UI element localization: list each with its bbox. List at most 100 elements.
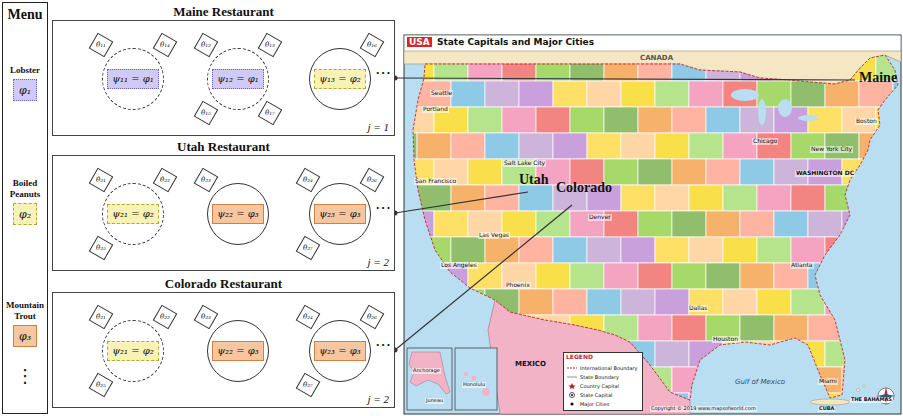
state-tile: [706, 107, 740, 133]
map-label: Honolulu: [462, 382, 486, 388]
state-tile: [655, 81, 689, 107]
state-tile: [689, 393, 723, 416]
customer-diamond: θ₂₁: [89, 168, 113, 192]
dish-assignment: ψ₁₂ = φ₁: [212, 69, 264, 89]
state-tile: [842, 263, 876, 289]
state-tile: [638, 367, 672, 393]
state-tile: [655, 393, 689, 416]
dish-name: Mountain Trout: [3, 300, 47, 321]
dish-name: Lobster: [3, 65, 47, 75]
state-tile: [519, 185, 553, 211]
state-tile: [451, 237, 485, 263]
customer-diamond: θ₁₇: [258, 101, 282, 125]
bahamas-island: [863, 385, 866, 388]
customer-label: θ₂₆: [360, 168, 384, 192]
state-tile: [536, 107, 570, 133]
state-tile: [876, 263, 903, 289]
state-tile: [417, 133, 451, 159]
table-circle: ψ₁₁ = φ₁: [102, 48, 164, 110]
state-tile: [587, 133, 621, 159]
state-tile: [553, 289, 587, 315]
customer-label: θ₂₁: [89, 168, 113, 192]
state-tile: [723, 237, 757, 263]
map-label: Anchorage: [412, 368, 441, 374]
state-tile: [519, 237, 553, 263]
state-tile: [434, 211, 468, 237]
state-tile: [655, 237, 689, 263]
customer-label: θ₂₂: [153, 305, 177, 329]
continuation-dots: ⋯: [375, 200, 391, 216]
state-tile: [519, 81, 553, 107]
hawaii-island: [464, 372, 468, 376]
customer-diamond: θ₂₃: [194, 305, 218, 329]
customer-label: θ₂₄: [296, 305, 320, 329]
customer-diamond: θ₁₁: [89, 33, 113, 57]
customer-diamond: θ₁₂: [194, 33, 218, 57]
state-tile: [502, 107, 536, 133]
state-tile: [825, 81, 859, 107]
state-tile: [791, 185, 825, 211]
dish-assignment: ψ₂₂ = φ₃: [212, 204, 264, 224]
state-tile: [638, 211, 672, 237]
legend-sample: [567, 365, 577, 371]
state-tile: [519, 133, 553, 159]
state-tile: [774, 315, 808, 341]
dish-assignment: ψ₂₃ = φ₃: [314, 204, 366, 224]
dish-symbol: φ₂: [14, 204, 36, 224]
menu-dish-box: Lobsterφ₁: [13, 79, 37, 101]
state-tile: [791, 81, 825, 107]
heading-label: CANADA: [640, 54, 673, 62]
great-lake: [758, 99, 766, 125]
customer-label: θ₂₆: [360, 305, 384, 329]
state-tile: [451, 289, 485, 315]
legend-sample: [567, 374, 577, 380]
legend-dot: [571, 394, 573, 396]
hawaii-island: [472, 376, 477, 381]
state-tile: [791, 289, 825, 315]
state-tile: [468, 159, 502, 185]
heading-label: USA: [407, 37, 432, 47]
state-tile: [502, 55, 536, 81]
state-tile: [672, 367, 706, 393]
table-circle: ψ₂₃ = φ₃: [309, 183, 371, 245]
state-tile: [774, 211, 808, 237]
state-tile: [587, 81, 621, 107]
leader-line: [395, 78, 855, 80]
state-tile: [706, 211, 740, 237]
dish-symbol: φ₃: [14, 326, 36, 346]
map-label: Seattle: [430, 90, 453, 97]
customer-label: θ₁₄: [153, 33, 177, 57]
state-tile: [451, 185, 485, 211]
legend-text: Major Cities: [580, 402, 609, 407]
state-tile: [689, 341, 723, 367]
table-circle: ψ₂₂ = φ₃: [207, 320, 269, 382]
state-tile: [808, 55, 842, 81]
state-tile: [893, 289, 903, 315]
menu-dish-box: Boiled Peanutsφ₂: [13, 203, 37, 225]
state-tile: [672, 263, 706, 289]
map-label: Copyright © 2019 www.mapsofworld.com: [650, 406, 757, 412]
state-tile: [859, 133, 893, 159]
restaurant-index: j = 2: [368, 256, 389, 268]
state-tile: [638, 315, 672, 341]
state-tile: [689, 237, 723, 263]
state-tile: [740, 315, 774, 341]
legend-star: [569, 383, 576, 389]
state-tile: [621, 289, 655, 315]
state-tile: [655, 341, 689, 367]
state-tile: [842, 367, 876, 393]
state-tile: [621, 133, 655, 159]
table-circle: ψ₂₂ = φ₃: [207, 183, 269, 245]
state-tile: [587, 237, 621, 263]
map-label: Salt Lake City: [503, 160, 546, 167]
state-tile: [604, 55, 638, 81]
legend-box: International BoundaryState BoundaryCoun…: [563, 352, 643, 411]
state-tile: [706, 55, 740, 81]
legend-row: International Boundary: [567, 364, 638, 372]
state-tile: [672, 159, 706, 185]
state-tile: [417, 237, 451, 263]
customer-label: θ₂₂: [153, 168, 177, 192]
map-label: THE BAHAMAS: [850, 397, 893, 403]
state-tile: [638, 263, 672, 289]
